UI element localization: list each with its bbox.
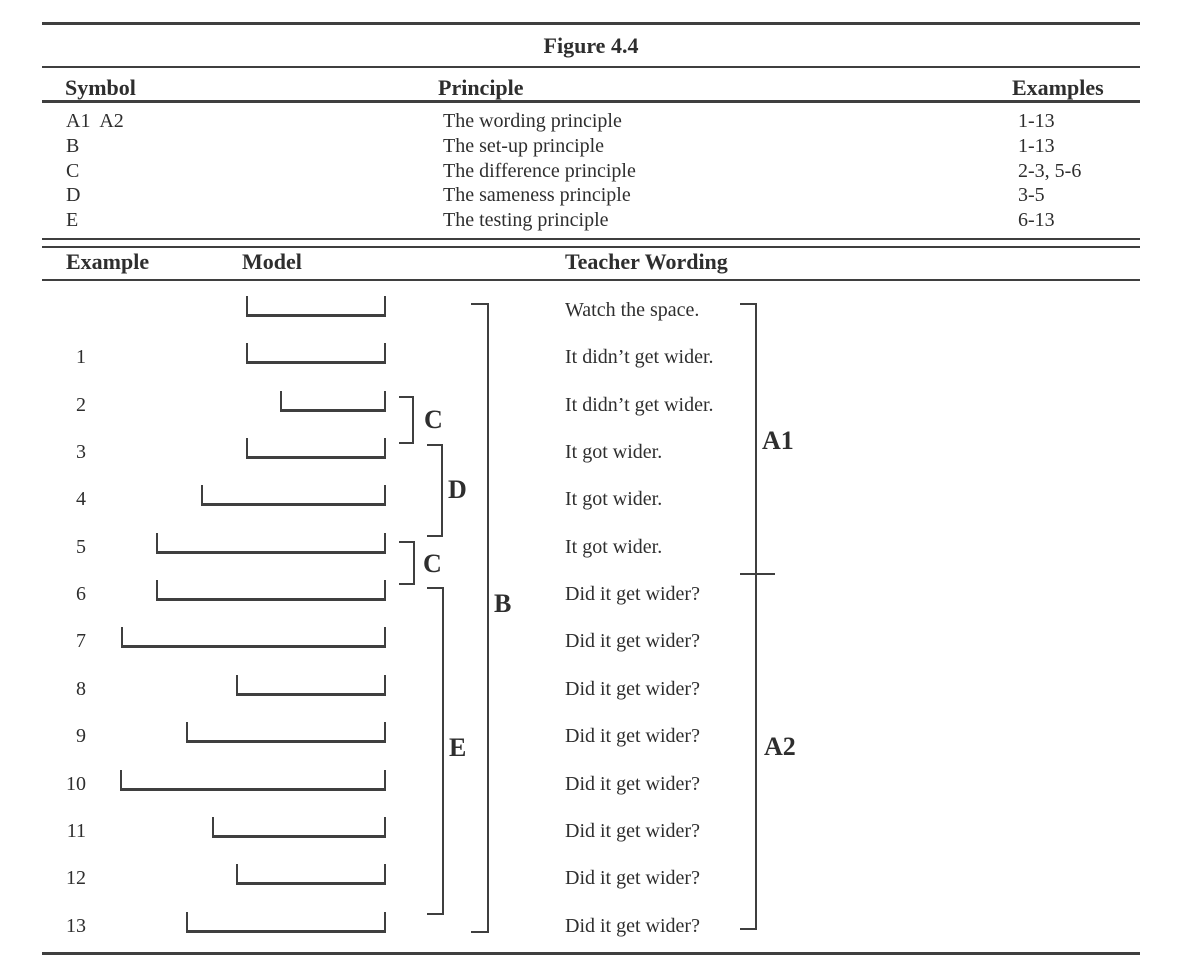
rule-bottom <box>42 952 1140 955</box>
bracket-label: E <box>449 733 467 762</box>
example-number: 10 <box>66 772 86 795</box>
examples-cell: 3-5 <box>1018 184 1045 207</box>
principle-cell: The set-up principle <box>443 134 605 157</box>
example-number: 12 <box>66 867 86 890</box>
teacher-wording: Did it get wider? <box>565 583 700 606</box>
symbol-cell: A1 A2 <box>66 110 124 132</box>
diagram-header-teacher-wording: Teacher Wording <box>565 249 728 274</box>
model-bracket <box>246 343 386 365</box>
principle-cell: The testing principle <box>443 209 609 232</box>
teacher-wording: Did it get wider? <box>565 819 700 842</box>
relation-bracket <box>427 444 443 537</box>
teacher-wording: Did it get wider? <box>565 725 700 748</box>
bracket-label: C <box>423 549 442 578</box>
example-number: 9 <box>76 725 86 748</box>
teacher-wording: It didn’t get wider. <box>565 346 714 369</box>
diagram-header-example: Example <box>66 249 150 274</box>
principle-cell: The difference principle <box>443 159 636 182</box>
model-bracket <box>236 674 386 696</box>
figure-title: Figure 4.4 <box>543 33 639 58</box>
teacher-wording: Did it get wider? <box>565 772 700 795</box>
teacher-wording: Did it get wider? <box>565 867 700 890</box>
teacher-wording: It didn’t get wider. <box>565 393 714 416</box>
rule-under-table-headers <box>42 100 1140 103</box>
example-number: 7 <box>76 630 86 653</box>
teacher-wording: It got wider. <box>565 441 663 464</box>
rule-under-title <box>42 66 1140 68</box>
relation-bracket <box>399 396 414 444</box>
examples-cell: 6-13 <box>1018 209 1055 232</box>
symbol-cell: C <box>66 159 80 182</box>
teacher-wording: Did it get wider? <box>565 914 700 937</box>
example-number: 3 <box>76 441 86 464</box>
example-number: 8 <box>76 677 86 700</box>
example-number: 6 <box>76 583 86 606</box>
bracket-label: B <box>494 589 512 618</box>
example-number: 11 <box>66 819 86 842</box>
examples-cell: 1-13 <box>1018 134 1055 157</box>
table-header-symbol: Symbol <box>65 75 136 100</box>
diagram-header-model: Model <box>242 249 302 274</box>
symbol-cell: B <box>66 134 80 157</box>
symbol-cell: E <box>66 209 79 232</box>
model-bracket <box>246 296 386 317</box>
teacher-wording: Did it get wider? <box>565 677 700 700</box>
model-bracket <box>212 816 386 838</box>
examples-cell: 2-3, 5-6 <box>1018 159 1082 182</box>
model-bracket <box>201 485 386 507</box>
rule-top <box>42 22 1140 25</box>
symbol-cell: D <box>66 184 81 207</box>
rule-mid-lower <box>42 246 1140 248</box>
relation-bracket <box>471 303 489 933</box>
teacher-wording: Watch the space. <box>565 299 700 321</box>
table-header-principle: Principle <box>438 75 524 100</box>
teacher-wording: It got wider. <box>565 488 663 511</box>
model-bracket <box>186 722 386 744</box>
model-bracket <box>121 627 386 649</box>
principle-cell: The wording principle <box>443 110 622 132</box>
teacher-wording: Did it get wider? <box>565 630 700 653</box>
a-bracket <box>740 303 757 930</box>
bracket-label: C <box>424 405 443 434</box>
examples-cell: 1-13 <box>1018 110 1055 132</box>
model-bracket <box>156 532 386 554</box>
a-bracket-mid-tick <box>740 573 775 575</box>
example-number: 1 <box>76 346 86 369</box>
rule-under-diagram-headers <box>42 279 1140 281</box>
example-number: 2 <box>76 393 86 416</box>
model-bracket <box>156 580 386 602</box>
example-number: 13 <box>66 914 86 937</box>
model-bracket <box>236 864 386 886</box>
model-bracket <box>280 390 386 412</box>
bracket-label: D <box>448 475 467 504</box>
teacher-wording: It got wider. <box>565 535 663 558</box>
example-number: 5 <box>76 535 86 558</box>
principle-cell: The sameness principle <box>443 184 631 207</box>
bracket-label: A2 <box>764 732 796 761</box>
model-bracket <box>246 438 386 460</box>
bracket-label: A1 <box>762 426 794 455</box>
rule-mid-upper <box>42 238 1140 240</box>
example-number: 4 <box>76 488 86 511</box>
table-header-examples: Examples <box>1012 75 1104 100</box>
model-bracket <box>120 769 386 791</box>
relation-bracket <box>427 587 444 915</box>
model-bracket <box>186 911 386 933</box>
relation-bracket <box>399 541 415 585</box>
